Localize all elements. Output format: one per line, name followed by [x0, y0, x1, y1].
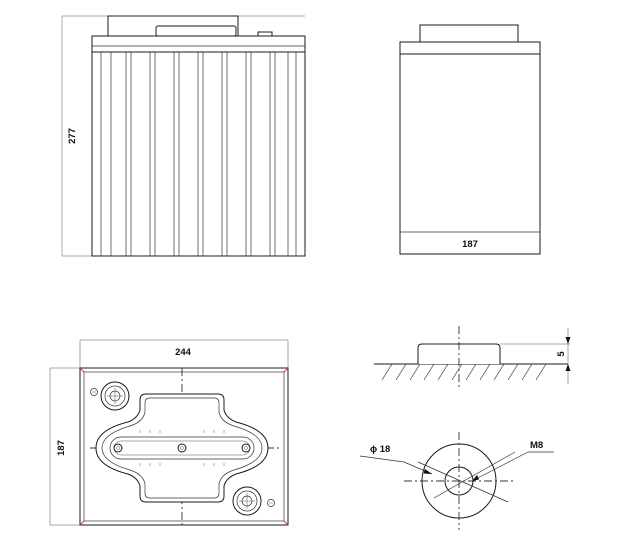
terminal-side-view: 5	[374, 326, 571, 388]
side-view: 187	[399, 24, 541, 255]
polarity-mark-positive	[90, 388, 98, 396]
terminal-thread-dimension: M8	[530, 440, 543, 451]
terminal-negative	[232, 486, 262, 516]
case-ribs	[100, 52, 297, 256]
side-width-dimension: 187	[462, 239, 478, 250]
ground-hatching	[381, 363, 547, 381]
front-height-dimension: 277	[67, 128, 78, 144]
top-width-dimension: 187	[56, 440, 67, 456]
terminal-diameter-dimension: ϕ 18	[370, 444, 390, 455]
terminal-top-view: ϕ 18 M8	[359, 432, 554, 530]
polarity-mark-negative	[267, 499, 275, 507]
terminal-positive	[100, 381, 130, 411]
front-view: 277	[61, 15, 306, 257]
terminal-height-dimension: 5	[556, 351, 567, 357]
top-length-dimension: 244	[175, 347, 192, 358]
top-view: 244 187	[49, 339, 289, 526]
top-cover	[95, 393, 269, 503]
cell-vents	[113, 443, 251, 453]
